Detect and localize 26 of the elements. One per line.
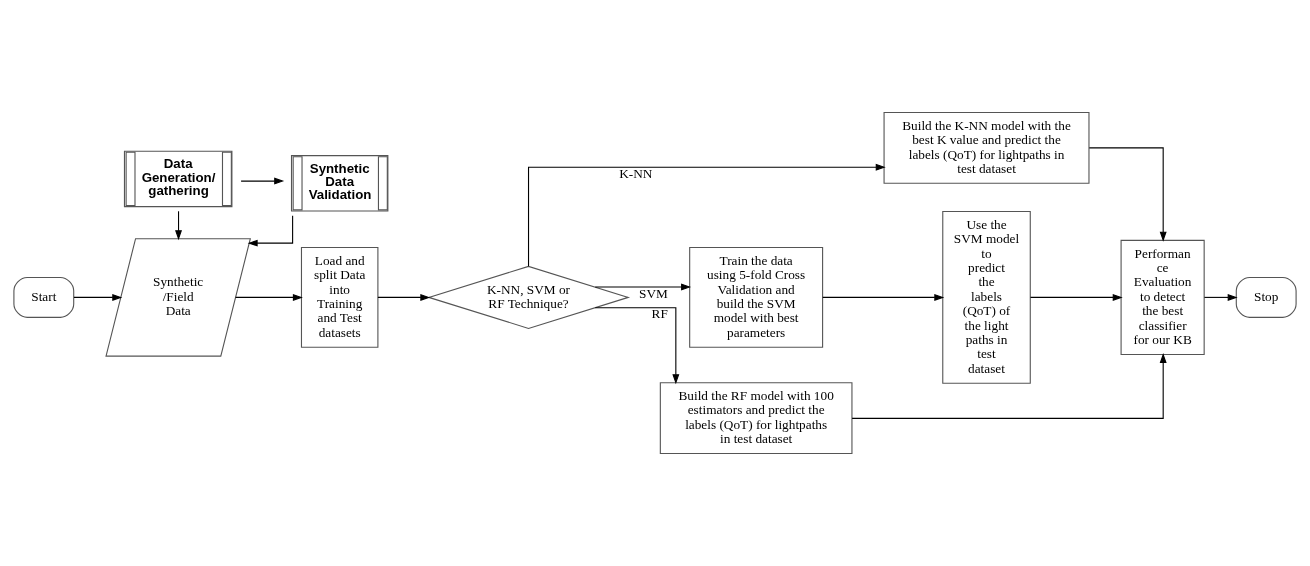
node-box: Train the data using 5-fold Cross Validation and build the SVM model with best parameters xyxy=(689,247,824,348)
edge-label: K-NN xyxy=(619,165,653,181)
arrow xyxy=(851,353,1167,419)
arrow xyxy=(594,283,692,291)
node-box: Load and split Data into Training and Test datasets xyxy=(300,247,379,348)
node-box: Use the SVM model to predict the labels (QoT) of the lightpaths in test dataset xyxy=(942,211,1031,384)
arrow xyxy=(822,293,945,301)
arrow xyxy=(527,163,886,267)
edge-label: SVM xyxy=(639,285,668,301)
arrow xyxy=(247,215,294,247)
node-box: Build the K-NN model with the best K value and predict the labels (QoT) for lightpaths in test dataset xyxy=(883,111,1090,184)
arrow xyxy=(73,293,123,301)
arrow xyxy=(175,210,183,241)
arrow xyxy=(1088,147,1167,242)
arrow xyxy=(594,307,680,385)
node-box: Start xyxy=(13,276,75,318)
arrow xyxy=(1029,293,1123,301)
node-diamond: K-NN, SVM or RF Technique? xyxy=(427,265,631,329)
arrow xyxy=(235,293,303,301)
arrow xyxy=(240,177,285,185)
edge-label: RF xyxy=(651,306,668,322)
arrow xyxy=(377,293,431,301)
node-box: Performan ce Evaluation to detect the best classifier for our KB xyxy=(1120,239,1205,355)
arrow xyxy=(1203,293,1238,301)
node-box: Build the RF model with 100 estimators and predict the labels (QoT) for lightpaths in test dataset xyxy=(659,382,853,455)
node-box: Stop xyxy=(1235,276,1297,318)
